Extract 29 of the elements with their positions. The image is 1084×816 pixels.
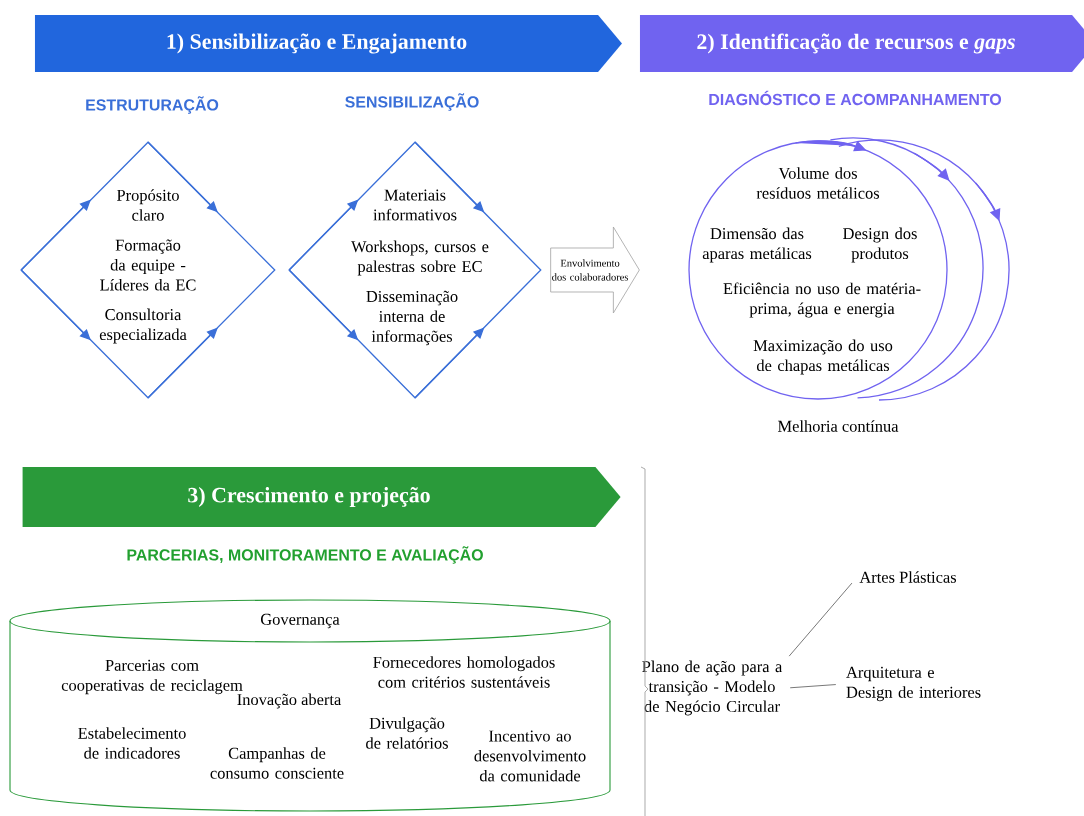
- item-text: Governança: [261, 613, 340, 629]
- item-text: Parcerias com cooperativas de reciclagem: [61, 659, 243, 695]
- section-heading: ESTRUTURAÇÃO: [86, 96, 219, 114]
- item-text: Inovação aberta: [237, 693, 342, 709]
- item-text: Propósito claro: [116, 189, 179, 221]
- item-text: Fornecedores homologados com critérios sustentáveis: [373, 656, 555, 688]
- item-text: Divulgação de relatórios: [366, 717, 448, 749]
- edge-label: Envolvimento dos colaboradores: [552, 259, 629, 281]
- chevron-banner: 2) Identificação de recursos e gaps: [639, 15, 1084, 72]
- connector-line: [789, 684, 837, 689]
- item-text: Consultoria especializada: [99, 308, 187, 344]
- item-text: Campanhas de consumo consciente: [210, 747, 344, 779]
- item-text: Materiais informativos: [373, 189, 457, 221]
- item-text: Disseminação interna de informações: [366, 290, 458, 346]
- item-text: Workshops, cursos e palestras sobre EC: [351, 240, 489, 276]
- connector-line: [788, 582, 853, 657]
- item-text: Arquitetura e Design de interiores: [846, 666, 981, 702]
- section-heading: DIAGNÓSTICO E ACOMPANHAMENTO: [709, 90, 1002, 106]
- item-text: Estabelecimento de indicadores: [78, 727, 186, 759]
- item-text: Formação da equipe - Líderes da EC: [100, 239, 196, 291]
- item-text: Artes Plásticas: [859, 571, 957, 583]
- item-text: Plano de ação para a transição - Modelo de Negócio Circular: [642, 660, 783, 716]
- section-heading: SENSIBILIZAÇÃO: [345, 93, 479, 111]
- chevron-banner: 1) Sensibilização e Engajamento: [34, 15, 622, 72]
- item-text: Incentivo ao desenvolvimento da comunidade: [474, 730, 586, 782]
- chevron-banner: 3) Crescimento e projeção: [22, 467, 621, 527]
- caption-text: Melhoria contínua: [778, 420, 899, 432]
- section-heading: PARCERIAS, MONITORAMENTO E AVALIAÇÃO: [127, 546, 483, 564]
- block-arrow: [550, 226, 640, 314]
